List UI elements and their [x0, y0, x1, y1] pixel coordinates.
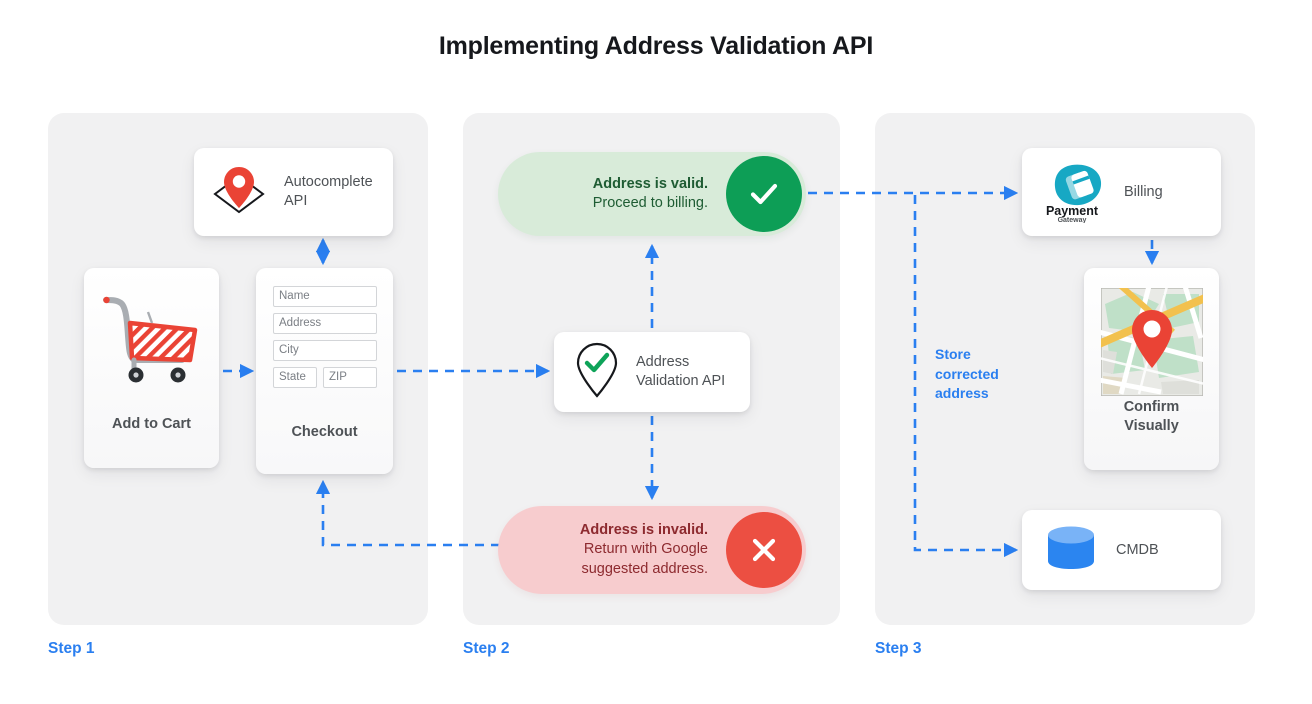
state-zip-row: State ZIP — [273, 367, 377, 388]
address-field[interactable]: Address — [273, 313, 377, 334]
store-corrected-address-note: Store corrected address — [935, 346, 999, 401]
checkout-form: Name Address City State ZIP — [273, 286, 377, 388]
address-validation-api-card[interactable]: Address Validation API — [554, 332, 750, 412]
confirm-visually-card[interactable]: Confirm Visually — [1084, 268, 1219, 470]
check-badge — [726, 156, 802, 232]
payment-gateway-logo-line1: Payment — [1046, 204, 1099, 218]
address-invalid-subtext-2: suggested address. — [581, 560, 708, 577]
cmdb-label: CMDB — [1116, 541, 1159, 558]
check-icon — [750, 183, 778, 205]
shopping-cart-icon — [98, 290, 206, 391]
step-3-label: Step 3 — [875, 640, 922, 657]
close-badge — [726, 512, 802, 588]
state-field[interactable]: State — [273, 367, 317, 388]
billing-label: Billing — [1124, 183, 1163, 200]
city-field[interactable]: City — [273, 340, 377, 361]
checkout-label: Checkout — [291, 424, 358, 440]
address-valid-heading: Address is valid. — [592, 175, 708, 192]
payment-gateway-icon: Payment Gateway — [1036, 161, 1110, 224]
checkout-card[interactable]: Name Address City State ZIP Checkout — [256, 268, 393, 474]
payment-gateway-logo-line2: Gateway — [1058, 217, 1087, 223]
address-invalid-text: Address is invalid. Return with Google s… — [498, 521, 726, 580]
add-to-cart-card[interactable]: Add to Cart — [84, 268, 219, 468]
address-invalid-pill: Address is invalid. Return with Google s… — [498, 506, 806, 594]
map-pin-check-icon — [572, 340, 622, 405]
name-field[interactable]: Name — [273, 286, 377, 307]
billing-card[interactable]: Payment Gateway Billing — [1022, 148, 1221, 236]
autocomplete-api-label: Autocomplete API — [284, 174, 373, 209]
database-icon — [1044, 523, 1098, 578]
step-2-label: Step 2 — [463, 640, 510, 657]
zip-field[interactable]: ZIP — [323, 367, 377, 388]
address-valid-subtext: Proceed to billing. — [592, 195, 708, 211]
add-to-cart-label: Add to Cart — [112, 416, 191, 432]
address-validation-api-label: Address Validation API — [636, 354, 726, 389]
address-invalid-subtext-1: Return with Google — [583, 541, 708, 558]
address-valid-pill: Address is valid. Proceed to billing. — [498, 152, 806, 236]
confirm-visually-label: Confirm Visually — [1123, 399, 1180, 434]
address-invalid-heading: Address is invalid. — [579, 521, 708, 538]
autocomplete-api-card[interactable]: Autocomplete API — [194, 148, 393, 236]
close-icon — [752, 538, 776, 562]
cmdb-card[interactable]: CMDB — [1022, 510, 1221, 590]
map-thumbnail-icon — [1097, 283, 1207, 401]
address-valid-text: Address is valid. Proceed to billing. — [498, 175, 726, 214]
step-1-label: Step 1 — [48, 640, 95, 657]
page-title: Implementing Address Validation API — [438, 32, 874, 60]
map-pin-envelope-icon — [208, 162, 270, 223]
